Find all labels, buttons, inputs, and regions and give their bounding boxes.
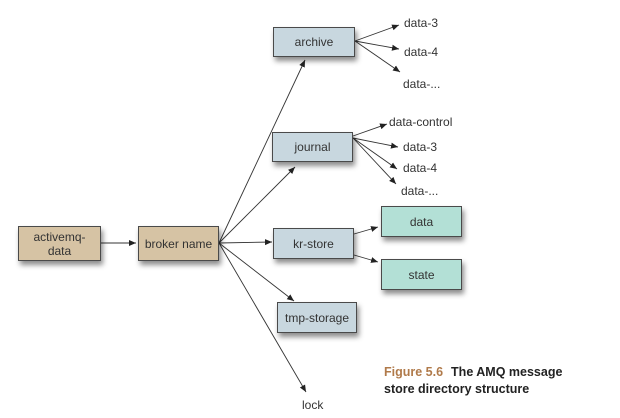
node-journal[interactable]: journal [272, 132, 353, 162]
figure-title: The AMQ message [451, 365, 563, 379]
leaf-journal-data-control[interactable]: data-control [389, 115, 453, 129]
leaf-journal-data-more[interactable]: data-... [401, 184, 439, 198]
figure-number: Figure 5.6 [384, 365, 444, 379]
edge-journal-control [352, 123, 388, 137]
edge-archive-datan [354, 40, 401, 73]
figure-caption: Figure 5.6 The AMQ message store director… [384, 364, 562, 398]
edge-archive-data4 [354, 40, 400, 51]
edge-journal-data3 [352, 137, 399, 149]
edge-broker-journal [218, 166, 296, 244]
leaf-journal-data-3[interactable]: data-3 [403, 140, 438, 154]
node-broker-name[interactable]: broker name [138, 226, 219, 261]
node-tmp-storage[interactable]: tmp-storage [277, 302, 357, 333]
node-activemq-data[interactable]: activemq- data [18, 226, 101, 261]
leaf-journal-data-4[interactable]: data-4 [403, 161, 438, 175]
edge-krstore-state [353, 254, 379, 263]
edge-broker-lock [218, 242, 307, 393]
node-archive[interactable]: archive [273, 27, 355, 57]
edge-broker-krstore [218, 239, 273, 246]
leaf-lock[interactable]: lock [302, 398, 324, 412]
node-kr-store[interactable]: kr-store [273, 228, 354, 259]
leaf-archive-data-more[interactable]: data-... [403, 77, 441, 91]
edge-archive-data3 [354, 24, 400, 42]
node-data[interactable]: data [381, 206, 462, 237]
edge-journal-data4 [352, 137, 398, 170]
figure-title-line2: store directory structure [384, 382, 530, 396]
edge-broker-archive [218, 59, 306, 244]
edge-broker-tmpstorage [218, 242, 295, 302]
leaf-archive-data-4[interactable]: data-4 [404, 45, 439, 59]
leaf-archive-data-3[interactable]: data-3 [404, 16, 439, 30]
node-state[interactable]: state [381, 259, 462, 290]
edge-krstore-data [353, 226, 379, 235]
edge-journal-datan [352, 137, 397, 185]
